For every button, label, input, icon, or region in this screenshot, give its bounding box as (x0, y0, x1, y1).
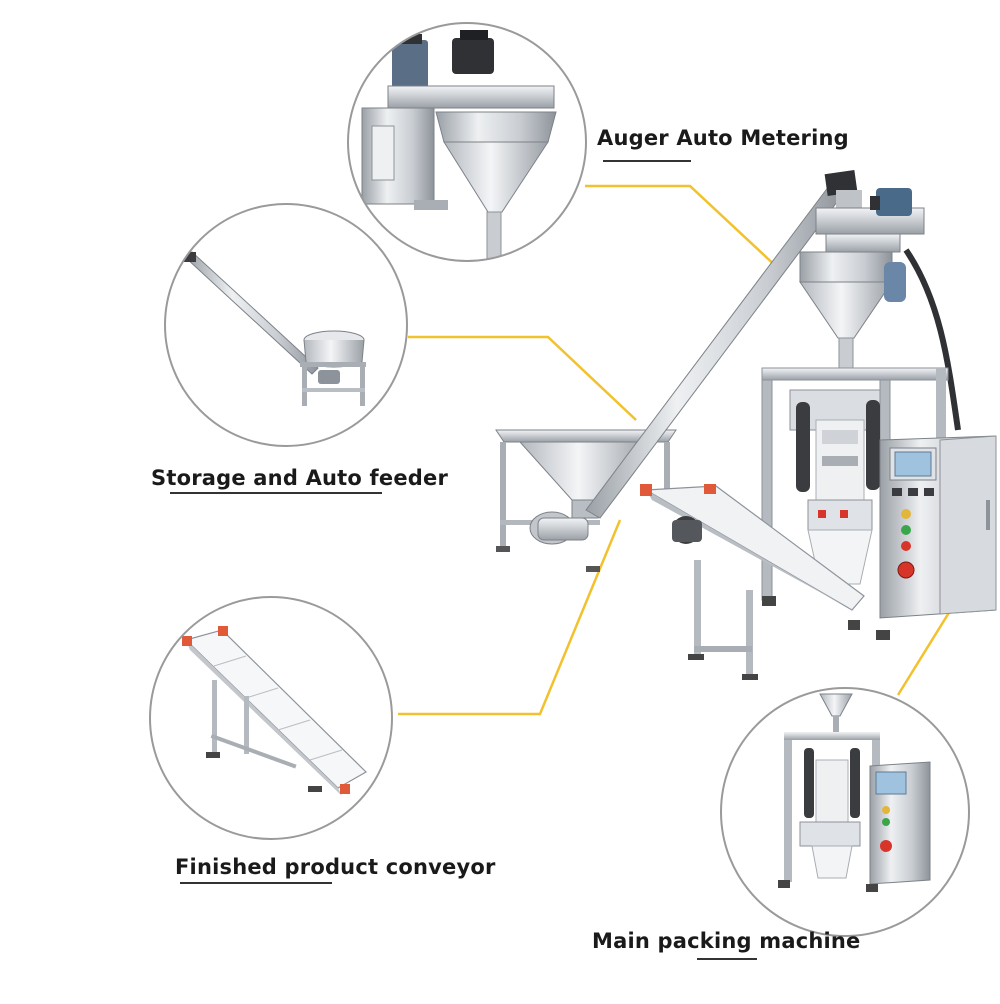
label-auger-auto-metering: Auger Auto Metering (597, 126, 849, 150)
packer-photo-ring (720, 687, 970, 937)
product-conveyor (640, 484, 865, 680)
main-machine-illustration (495, 170, 997, 680)
leader-line-auger (585, 184, 781, 271)
auger-filler (799, 188, 961, 431)
control-cabinet (879, 435, 997, 619)
label-storage-auto-feeder: Storage and Auto feeder (151, 466, 449, 490)
auger-metering-photo (347, 22, 587, 262)
leader-line-packer (896, 597, 960, 696)
underline-conveyor (180, 882, 332, 884)
finished-conveyor-photo (149, 596, 393, 840)
leader-line-conveyor (398, 519, 622, 716)
underline-auger (603, 160, 691, 162)
underline-packer (697, 958, 757, 960)
leader-lines (398, 184, 960, 716)
storage-feeder-photo (164, 203, 408, 447)
feeder-photo-ring (164, 203, 408, 447)
auger-photo-ring (347, 22, 587, 262)
leader-line-feeder (408, 335, 637, 421)
conveyor-photo-ring (149, 596, 393, 840)
label-main-packing-machine: Main packing machine (592, 929, 861, 953)
underline-feeder (170, 492, 382, 494)
label-finished-product-conveyor: Finished product conveyor (175, 855, 496, 879)
screw-feeder-tube (585, 170, 862, 519)
main-packer-photo (720, 687, 970, 937)
